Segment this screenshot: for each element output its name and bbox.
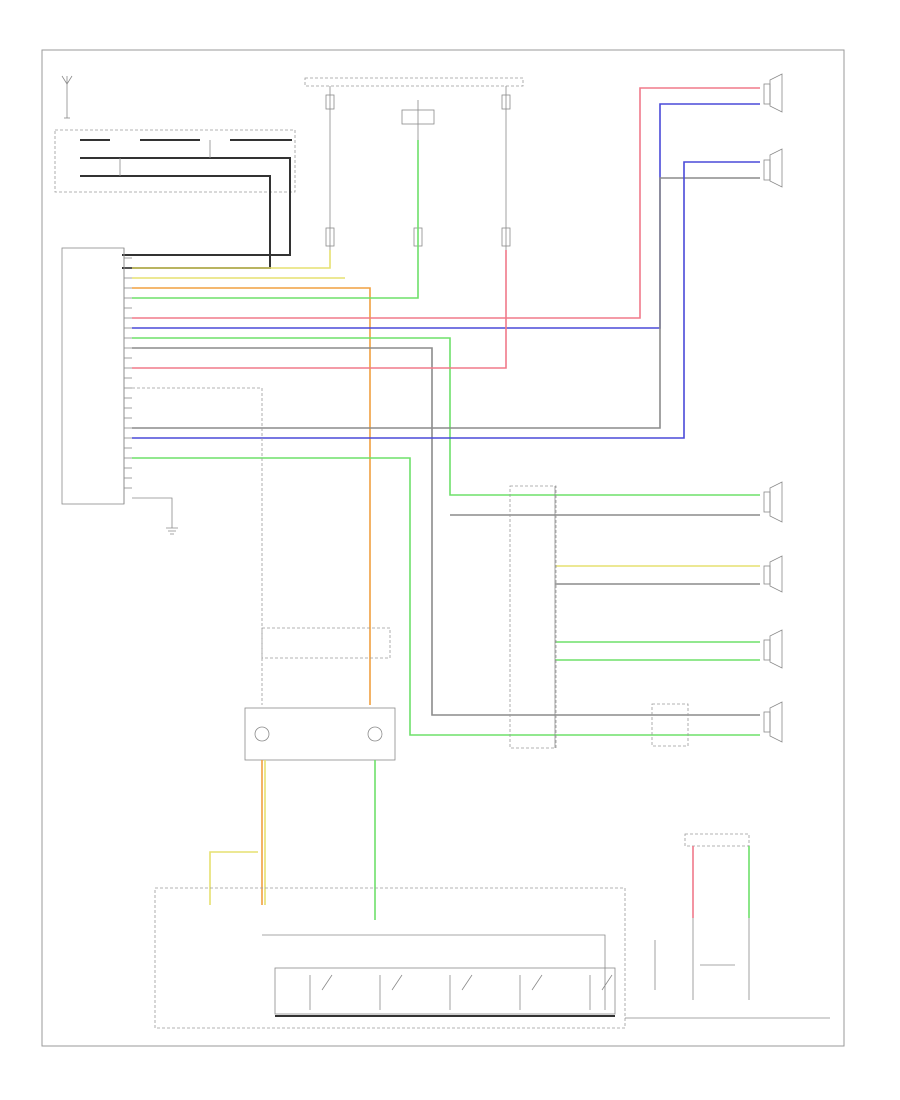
audio-unit-pins xyxy=(124,257,132,489)
steering-wheel-switch xyxy=(261,627,391,659)
diagram-frame xyxy=(41,49,845,1047)
connector-c-icon xyxy=(501,227,511,247)
fuse-2-icon xyxy=(501,94,511,110)
fuse-1-icon xyxy=(325,94,335,110)
relay-icon xyxy=(401,109,435,125)
wire-green-reel xyxy=(132,457,760,736)
wire-gray-lr xyxy=(132,347,760,716)
wire-red-rf xyxy=(132,87,760,319)
connector-a-icon xyxy=(325,227,335,247)
wire-yellow-branch xyxy=(209,851,258,905)
wire-green-rr xyxy=(132,337,760,496)
wire-green-relay xyxy=(132,140,419,299)
wire-orange xyxy=(132,287,371,705)
connector-2 xyxy=(651,703,689,747)
wire-yellow-1 xyxy=(132,250,331,269)
left-tweeter xyxy=(555,629,783,669)
audio-remote-switch xyxy=(154,887,626,1029)
wire-blue-lf xyxy=(132,161,760,439)
right-tweeter xyxy=(555,555,783,593)
right-rear-speaker xyxy=(450,481,783,523)
cable-reel xyxy=(244,707,396,761)
left-rear-speaker xyxy=(763,701,783,743)
wire-harness xyxy=(132,87,760,736)
wire-gray-sw xyxy=(132,387,263,705)
audio-unit xyxy=(61,247,132,505)
antenna xyxy=(61,75,73,119)
wire-blue-rf xyxy=(132,103,760,329)
wire-gray-lf xyxy=(132,177,760,429)
ground-wire xyxy=(132,497,173,528)
radio-antenna-box xyxy=(54,129,296,269)
fuse-area xyxy=(304,77,524,255)
dimmer-switch xyxy=(654,833,750,1000)
right-front-speaker xyxy=(763,73,783,113)
connector-1 xyxy=(509,485,557,749)
wire-red-fuse2 xyxy=(132,250,507,369)
left-front-speaker xyxy=(763,148,783,188)
